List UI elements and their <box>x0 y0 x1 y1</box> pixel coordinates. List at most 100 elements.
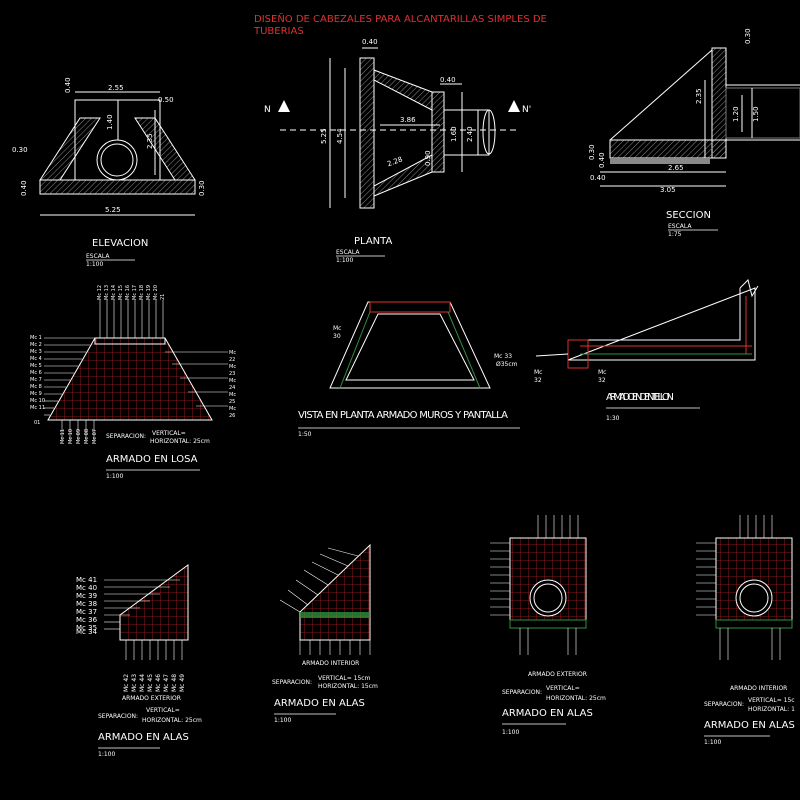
losa-top-marks: Mc 12 Mc 13 Mc 14 Mc 15 Mc 16 Mc 17 Mc 1… <box>97 285 166 300</box>
losa-mark-top: Mc 18 <box>139 285 145 300</box>
losa-mark-left: 01 <box>34 420 40 426</box>
alas-ext-mark-bottom: Mc 44 <box>139 674 146 692</box>
seccion-dim-d2: 0.40 <box>598 152 606 168</box>
losa-mark-left: Mc 9 <box>30 391 42 397</box>
dentellon-scale: 1:30 <box>606 415 620 422</box>
losa-mark-left: Mc 8 <box>30 384 42 390</box>
dentellon-mark: Mc <box>598 369 606 376</box>
elev-dim-top: 2.55 <box>108 84 124 92</box>
muros-label: VISTA EN PLANTA ARMADO MUROS Y PANTALLA <box>298 410 508 421</box>
losa-label: ARMADO EN LOSA <box>106 454 198 465</box>
drawing-title-line1: DISEÑO DE CABEZALES PARA ALCANTARILLAS S… <box>254 12 547 25</box>
losa-mark-bottom: Mc 08 <box>84 429 90 444</box>
alas-ext-view <box>104 564 189 660</box>
alas-ext-separacion: SEPARACION: <box>98 713 138 720</box>
losa-mark-bottom: Mc 10 <box>68 429 74 444</box>
losa-mark-top: Mc 17 <box>132 285 138 300</box>
alas-ext-mark-left: Mc 38 <box>76 600 97 608</box>
planta-dim-h1: 5.25 <box>320 128 328 144</box>
planta-dim-inner: 1.60 <box>450 126 458 142</box>
alas-ext-mark-left: Mc 35 <box>76 624 97 632</box>
alas-ext-mark-left: Mc 36 <box>76 616 98 624</box>
dentellon-mark: 32 <box>534 377 542 384</box>
planta-dim-h2: 4.54 <box>336 128 344 144</box>
seccion-scale: 1:75 <box>668 231 682 238</box>
alas-int-label: ARMADO EN ALAS <box>274 698 365 709</box>
alas-ext-left-marks: Mc 41 Mc 40 Mc 39 Mc 38 Mc 37 Mc 36 Mc 3… <box>76 576 98 636</box>
alas-ext-label: ARMADO EN ALAS <box>98 732 189 743</box>
pantalla-ext-label: ARMADO EN ALAS <box>502 708 593 719</box>
pantalla-int-scale: 1:100 <box>704 739 721 746</box>
seccion-dim-outer: 1.50 <box>752 106 760 122</box>
losa-mark-left: Mc 1 <box>30 335 42 341</box>
losa-mark-left: Mc 6 <box>30 370 42 376</box>
alas-ext-mark-left: Mc 41 <box>76 576 97 584</box>
losa-mark-right: Mc <box>229 406 236 412</box>
planta-dim-len: 3.86 <box>400 116 416 124</box>
losa-mark-top: Mc 14 <box>111 285 117 300</box>
losa-mark-right: 25 <box>229 399 235 405</box>
alas-ext-mark-bottom: Mc 45 <box>147 674 154 692</box>
seccion-dim-d1: 0.30 <box>588 144 596 160</box>
pantalla-ext-scale: 1:100 <box>502 729 519 736</box>
losa-right-marks: Mc 22 Mc 23 Mc 24 Mc 25 Mc 26 <box>229 350 236 419</box>
losa-mark-left: Mc 5 <box>30 363 42 369</box>
muros-mark: 30 <box>333 333 341 340</box>
losa-mark-top: Mc 19 <box>146 285 152 300</box>
muros-mark: Mc <box>333 325 341 332</box>
alas-ext-horizontal: HORIZONTAL: 25cm <box>142 717 202 724</box>
planta-escala: ESCALA <box>336 249 360 256</box>
losa-mark-top: Mc 15 <box>118 285 124 300</box>
losa-mark-left: Mc 10 <box>30 398 45 404</box>
losa-mark-top: Mc 20 <box>153 285 159 300</box>
losa-mark-top: Mc 12 <box>97 285 103 300</box>
dentellon-mark: 32 <box>598 377 606 384</box>
alas-ext-mark-left: Mc 37 <box>76 608 97 616</box>
planta-north-right: N' <box>522 105 531 115</box>
seccion-label: SECCION <box>666 210 711 221</box>
dentellon-mark: Mc <box>534 369 542 376</box>
planta-scale: 1:100 <box>336 257 353 264</box>
elevacion-scale: 1:100 <box>86 261 103 268</box>
losa-view <box>44 300 228 440</box>
losa-mark-right: 23 <box>229 371 235 377</box>
losa-mark-right: 24 <box>229 385 235 391</box>
alas-int-scale: 1:100 <box>274 717 291 724</box>
alas-ext-mark-left: Mc 39 <box>76 592 97 600</box>
alas-ext-mark-bottom: Mc 43 <box>131 674 138 692</box>
alas-ext-mark-bottom: Mc 47 <box>163 674 170 692</box>
pantalla-int-vertical: VERTICAL= 15c <box>748 697 795 704</box>
losa-left-marks: Mc 1 Mc 2 Mc 3 Mc 4 Mc 5 Mc 6 Mc 7 Mc 8 … <box>30 335 45 426</box>
drawing-title-line2: TUBERIAS <box>253 26 304 37</box>
dentellon-mark: Mc 33 <box>494 353 512 360</box>
elevacion-label: ELEVACION <box>92 238 148 249</box>
planta-north-left: N <box>264 105 271 115</box>
alas-ext-mark-bottom: Mc 42 <box>123 674 130 692</box>
pantalla-ext-vertical: VERTICAL= <box>546 685 580 692</box>
losa-vertical: VERTICAL= <box>152 430 186 437</box>
losa-mark-top: Mc 16 <box>125 285 131 300</box>
elev-dim-base-h: 0.40 <box>20 180 28 196</box>
losa-mark-bottom: Mc 11 <box>60 429 66 444</box>
planta-dim-top: 0.40 <box>362 38 378 46</box>
losa-mark-left: Mc 3 <box>30 349 42 355</box>
elev-dim-right: 0.50 <box>158 96 174 104</box>
losa-mark-right: Mc <box>229 364 236 370</box>
losa-mark-right: 22 <box>229 357 235 363</box>
alas-int-horizontal: HORIZONTAL: 15cm <box>318 683 378 690</box>
alas-int-sub: ARMADO INTERIOR <box>302 660 359 667</box>
losa-mark-top: 21 <box>160 294 166 300</box>
pantalla-ext-separacion: SEPARACION: <box>502 689 542 696</box>
losa-mark-bottom: Mc 07 <box>92 429 98 444</box>
seccion-dim-inner: 1.20 <box>732 106 740 122</box>
seccion-dim-len1: 2.65 <box>668 164 684 172</box>
pantalla-ext-sub: ARMADO EXTERIOR <box>528 671 587 678</box>
planta-dim-top2: 0.40 <box>440 76 456 84</box>
dentellon-mark: Ø35cm <box>496 361 518 368</box>
losa-mark-top: Mc 13 <box>104 285 110 300</box>
alas-int-vertical: VERTICAL= 15cm <box>318 675 371 682</box>
losa-mark-left: Mc 7 <box>30 377 42 383</box>
elev-dim-height: 1.40 <box>106 114 114 130</box>
planta-dim-outer: 2.40 <box>466 126 474 142</box>
